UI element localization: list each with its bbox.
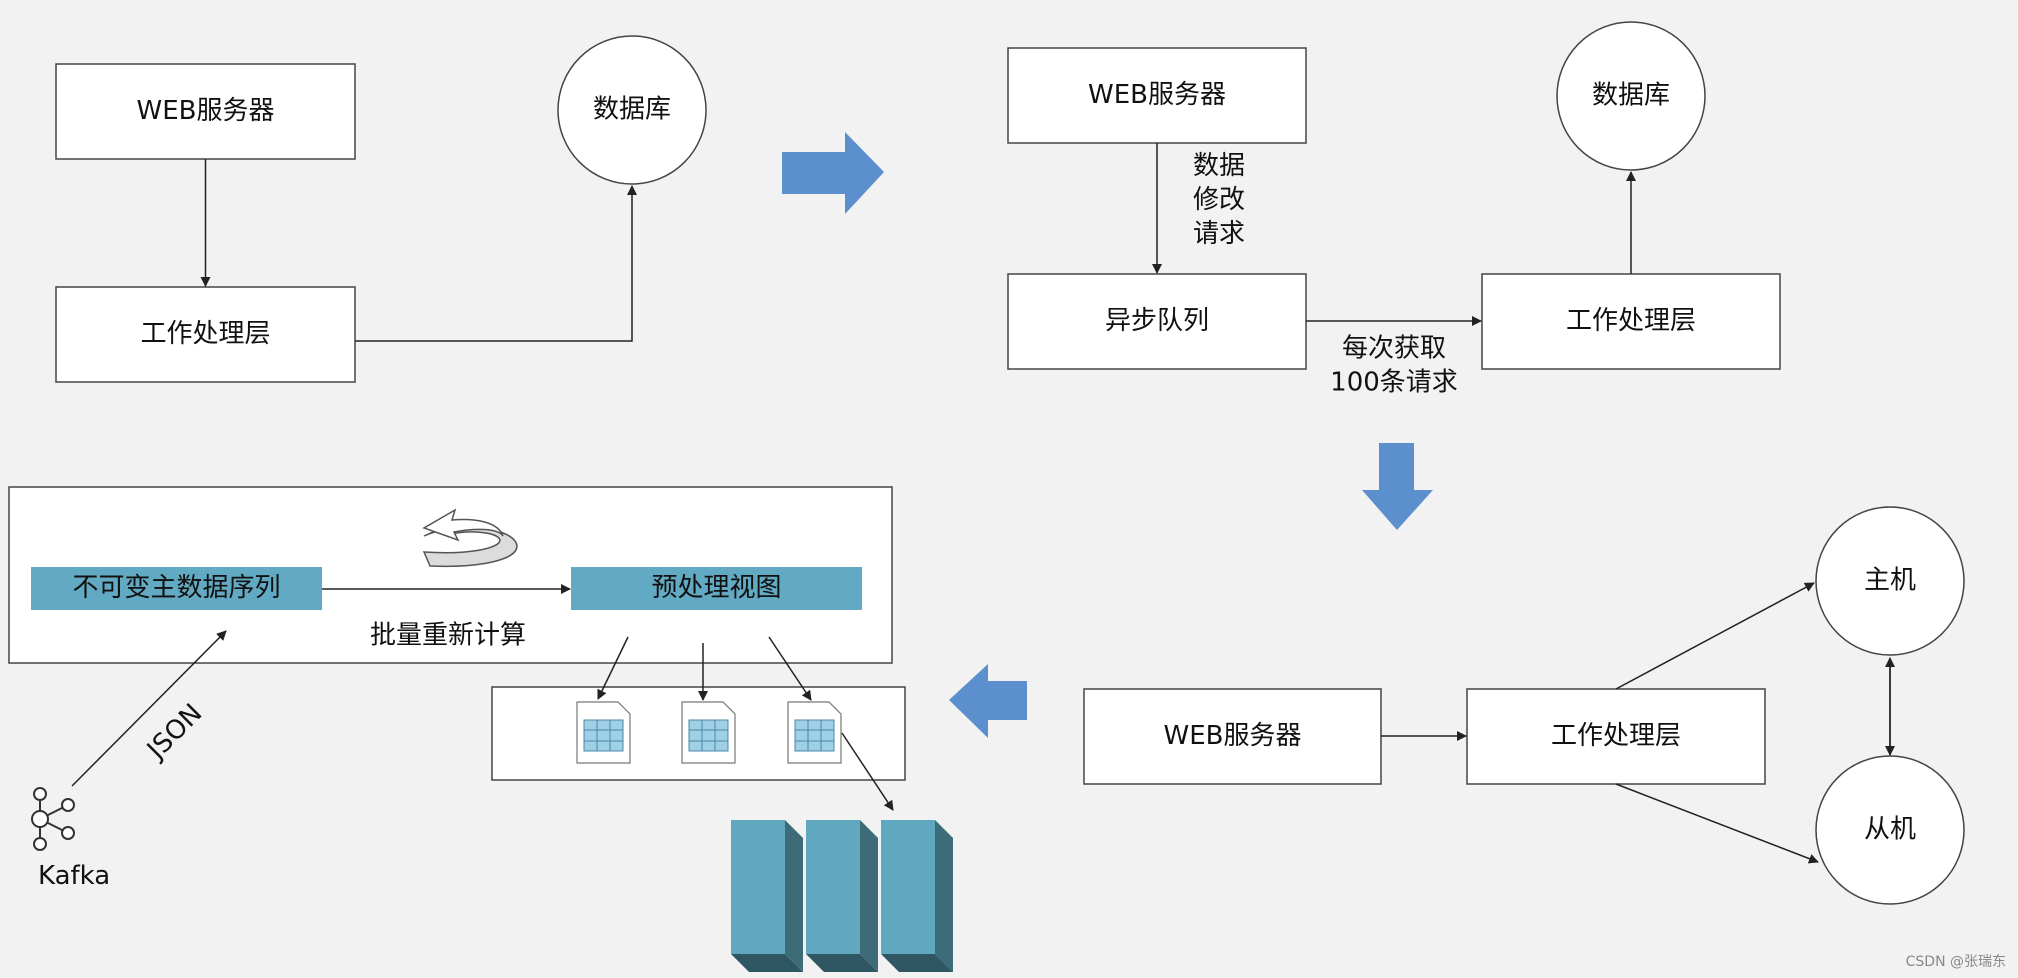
request-label-line-1: 数据: [1193, 151, 1245, 181]
worker-to-db-arrow: [355, 185, 637, 342]
document-icon: [787, 701, 842, 764]
web-server-box: [1083, 688, 1382, 785]
slave-circle: [1815, 755, 1965, 905]
view-to-doc-arrow: [597, 636, 629, 700]
worker-to-slave-arrow: [1615, 783, 1819, 864]
worker-box: [55, 286, 356, 383]
json-label: JSON: [140, 698, 208, 766]
worker-label: 工作处理层: [1551, 721, 1681, 751]
preprocessed-view-label: 预处理视图: [651, 573, 781, 603]
database-circle: [557, 35, 707, 185]
transition-arrow-left: [949, 664, 1027, 738]
database-label: 数据库: [593, 95, 671, 125]
database-circle: [1556, 21, 1706, 171]
transition-arrow-right: [782, 132, 884, 214]
queue-label: 异步队列: [1105, 306, 1209, 336]
queue-box: [1007, 273, 1307, 370]
kafka-label: Kafka: [38, 861, 110, 891]
panel-2: WEB服务器 异步队列 工作处理层 数据库 数据 修改 请求 每次获取 100条…: [1007, 21, 1781, 398]
immutable-sequence-bar: [31, 567, 322, 610]
recompute-cycle-icon: [422, 508, 518, 568]
master-label: 主机: [1864, 566, 1916, 596]
preprocessed-view-bar: [571, 567, 862, 610]
database-label: 数据库: [1592, 81, 1670, 111]
web-server-box: [1007, 47, 1307, 144]
worker-box: [1481, 273, 1781, 370]
panel-3: WEB服务器 工作处理层 主机 从机: [1083, 506, 1965, 905]
request-label-line-2: 修改: [1193, 185, 1245, 215]
server-rack-icon: [881, 820, 953, 972]
immutable-sequence-label: 不可变主数据序列: [72, 573, 280, 603]
web-server-label: WEB服务器: [137, 96, 275, 126]
fetch-label-line-1: 每次获取: [1342, 334, 1446, 364]
worker-to-master-arrow: [1615, 582, 1815, 690]
batch-recompute-label: 批量重新计算: [370, 621, 526, 651]
panel-4: 不可变主数据序列 预处理视图 批量重新计算 Kafka JSON: [8, 486, 953, 972]
document-icon: [576, 701, 631, 764]
request-label-line-3: 请求: [1193, 219, 1245, 249]
kafka-to-sequence-arrow: [71, 630, 227, 787]
worker-label: 工作处理层: [140, 319, 270, 349]
document-icon: [681, 701, 736, 764]
watermark: CSDN @张瑞东: [1906, 954, 2006, 970]
web-server-label: WEB服务器: [1164, 721, 1302, 751]
panel-1: WEB服务器 工作处理层 数据库: [55, 35, 707, 383]
master-circle: [1815, 506, 1965, 656]
worker-label: 工作处理层: [1566, 306, 1696, 336]
kafka-icon: [31, 787, 75, 851]
web-server-box: [55, 63, 356, 160]
doc-to-storage-arrow: [841, 732, 894, 811]
fetch-label-line-2: 100条请求: [1330, 368, 1458, 398]
view-to-doc-arrow: [768, 636, 812, 701]
server-rack-icon: [806, 820, 878, 972]
web-server-label: WEB服务器: [1088, 80, 1226, 110]
slave-label: 从机: [1864, 815, 1916, 845]
server-rack-icon: [731, 820, 803, 972]
worker-box: [1466, 688, 1766, 785]
transition-arrow-down: [1362, 443, 1433, 530]
